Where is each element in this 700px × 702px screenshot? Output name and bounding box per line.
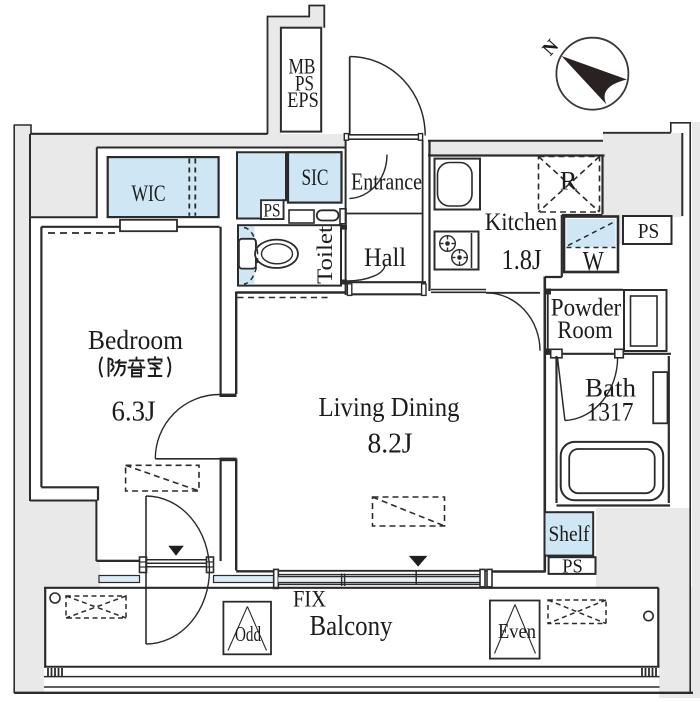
svg-text:Toilet: Toilet (312, 226, 337, 284)
svg-text:Bath: Bath (585, 373, 636, 402)
svg-text:Even: Even (498, 619, 536, 643)
svg-text:Bedroom: Bedroom (88, 325, 183, 355)
svg-text:Hall: Hall (364, 243, 406, 272)
svg-text:R: R (560, 167, 578, 196)
svg-text:1.8J: 1.8J (502, 245, 542, 276)
svg-text:Kitchen: Kitchen (485, 209, 558, 236)
svg-text:PS: PS (562, 556, 583, 578)
svg-text:PS: PS (264, 201, 281, 222)
svg-text:Living Dining: Living Dining (319, 392, 460, 422)
svg-text:EPS: EPS (287, 87, 319, 112)
svg-text:PS: PS (295, 71, 314, 96)
svg-text:FIX: FIX (293, 587, 326, 612)
svg-text:SIC: SIC (302, 165, 329, 190)
svg-text:Odd: Odd (235, 622, 261, 646)
svg-text:8.2J: 8.2J (368, 429, 413, 460)
svg-text:WIC: WIC (132, 181, 166, 206)
svg-text:1317: 1317 (587, 398, 634, 427)
svg-text:W: W (583, 246, 604, 276)
svg-text:PS: PS (638, 219, 660, 243)
svg-text:Powder: Powder (551, 295, 622, 322)
svg-text:Entrance: Entrance (351, 170, 422, 196)
svg-text:MB: MB (289, 54, 316, 79)
svg-text:Room: Room (557, 317, 613, 344)
svg-text:6.3J: 6.3J (112, 397, 156, 428)
svg-text:Shelf: Shelf (549, 521, 591, 546)
svg-text:Balcony: Balcony (310, 611, 393, 642)
